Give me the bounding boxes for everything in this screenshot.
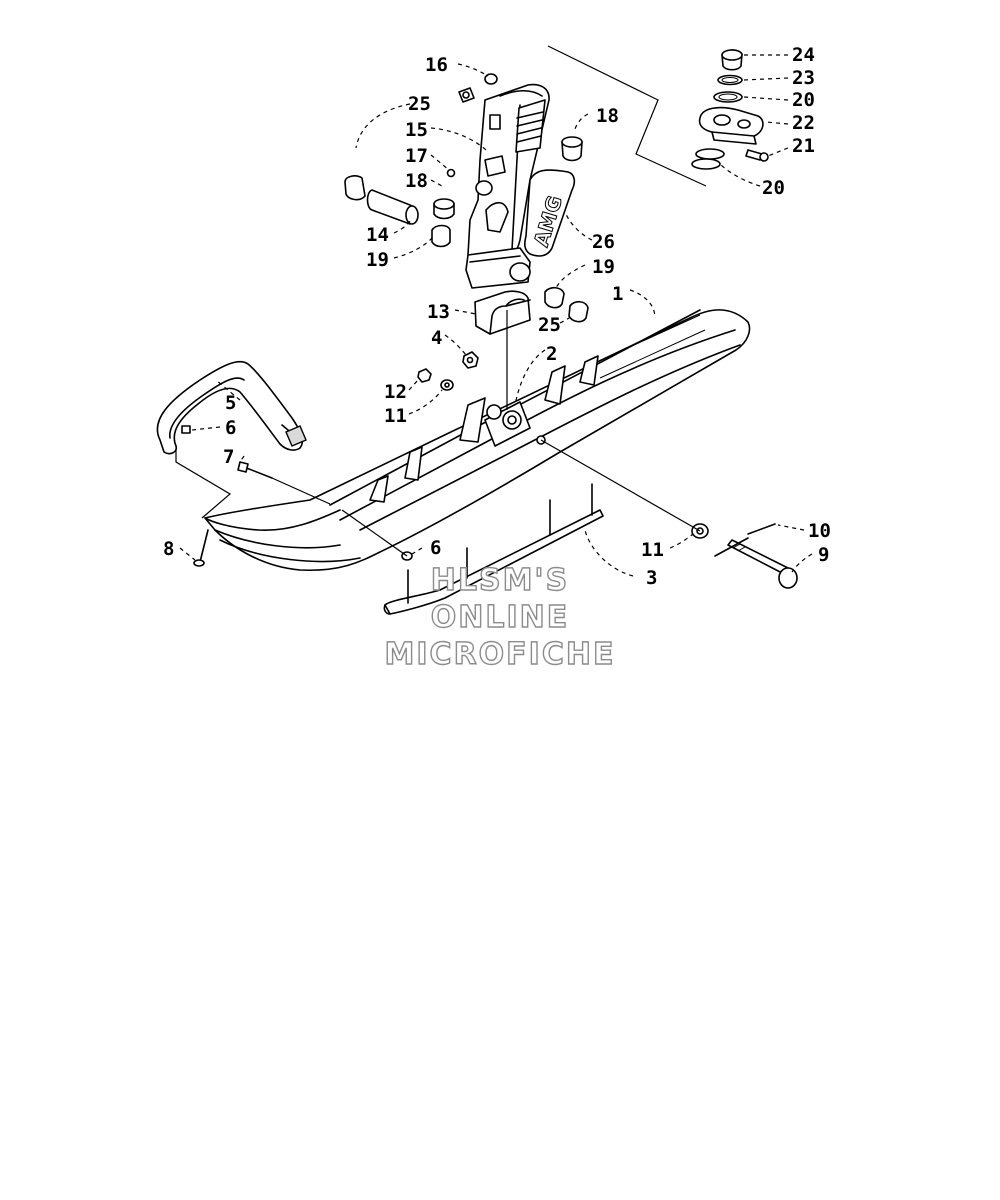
callout-18-left: 18 <box>405 170 428 192</box>
callout-2: 2 <box>546 343 557 365</box>
callout-5: 5 <box>225 392 236 414</box>
callout-8: 8 <box>163 538 174 560</box>
callout-13: 13 <box>427 301 450 323</box>
callout-25-lower: 25 <box>538 314 561 336</box>
watermark-line-1: HLSM'S <box>431 563 569 598</box>
bushings <box>344 73 589 323</box>
ski-loop-handle <box>156 360 307 455</box>
callout-22: 22 <box>792 112 815 134</box>
callout-21: 21 <box>792 135 815 157</box>
callout-16: 16 <box>425 54 448 76</box>
callout-6-upper: 6 <box>225 417 236 439</box>
callout-19-right: 19 <box>592 256 615 278</box>
callout-15: 15 <box>405 119 428 141</box>
callout-6-lower: 6 <box>430 537 441 559</box>
callout-11-left: 11 <box>384 405 407 427</box>
callout-24: 24 <box>792 44 815 66</box>
callout-20-upper: 20 <box>792 89 815 111</box>
fasteners <box>193 351 798 589</box>
spindle-decal: AMG <box>524 169 576 257</box>
callout-11-right: 11 <box>641 539 664 561</box>
spindle <box>465 83 550 289</box>
callout-23: 23 <box>792 67 815 89</box>
callout-14: 14 <box>366 224 389 246</box>
wear-bar <box>383 483 604 615</box>
callout-9: 9 <box>818 544 829 566</box>
watermark-line-2: ONLINE <box>431 600 570 635</box>
watermark-line-3: MICROFICHE <box>385 637 616 672</box>
callout-3: 3 <box>646 567 657 589</box>
steering-arm-group <box>691 49 769 170</box>
callout-labels: 1 2 3 4 5 6 6 7 8 9 10 11 11 12 13 14 15… <box>163 44 831 589</box>
watermark: HLSM'S ONLINE MICROFICHE <box>384 562 616 672</box>
callout-leaders <box>179 54 813 577</box>
callout-18-right: 18 <box>596 105 619 127</box>
callout-20-lower: 20 <box>762 177 785 199</box>
callout-10: 10 <box>808 520 831 542</box>
callout-17: 17 <box>405 145 428 167</box>
callout-25-upper: 25 <box>408 93 431 115</box>
ski-body <box>204 309 751 572</box>
callout-26: 26 <box>592 231 615 253</box>
callout-7: 7 <box>223 446 234 468</box>
ski-saddle <box>474 290 531 335</box>
callout-1: 1 <box>612 283 623 305</box>
callout-19-left: 19 <box>366 249 389 271</box>
callout-4: 4 <box>431 327 442 349</box>
callout-12: 12 <box>384 381 407 403</box>
assembly-axes <box>175 45 707 557</box>
